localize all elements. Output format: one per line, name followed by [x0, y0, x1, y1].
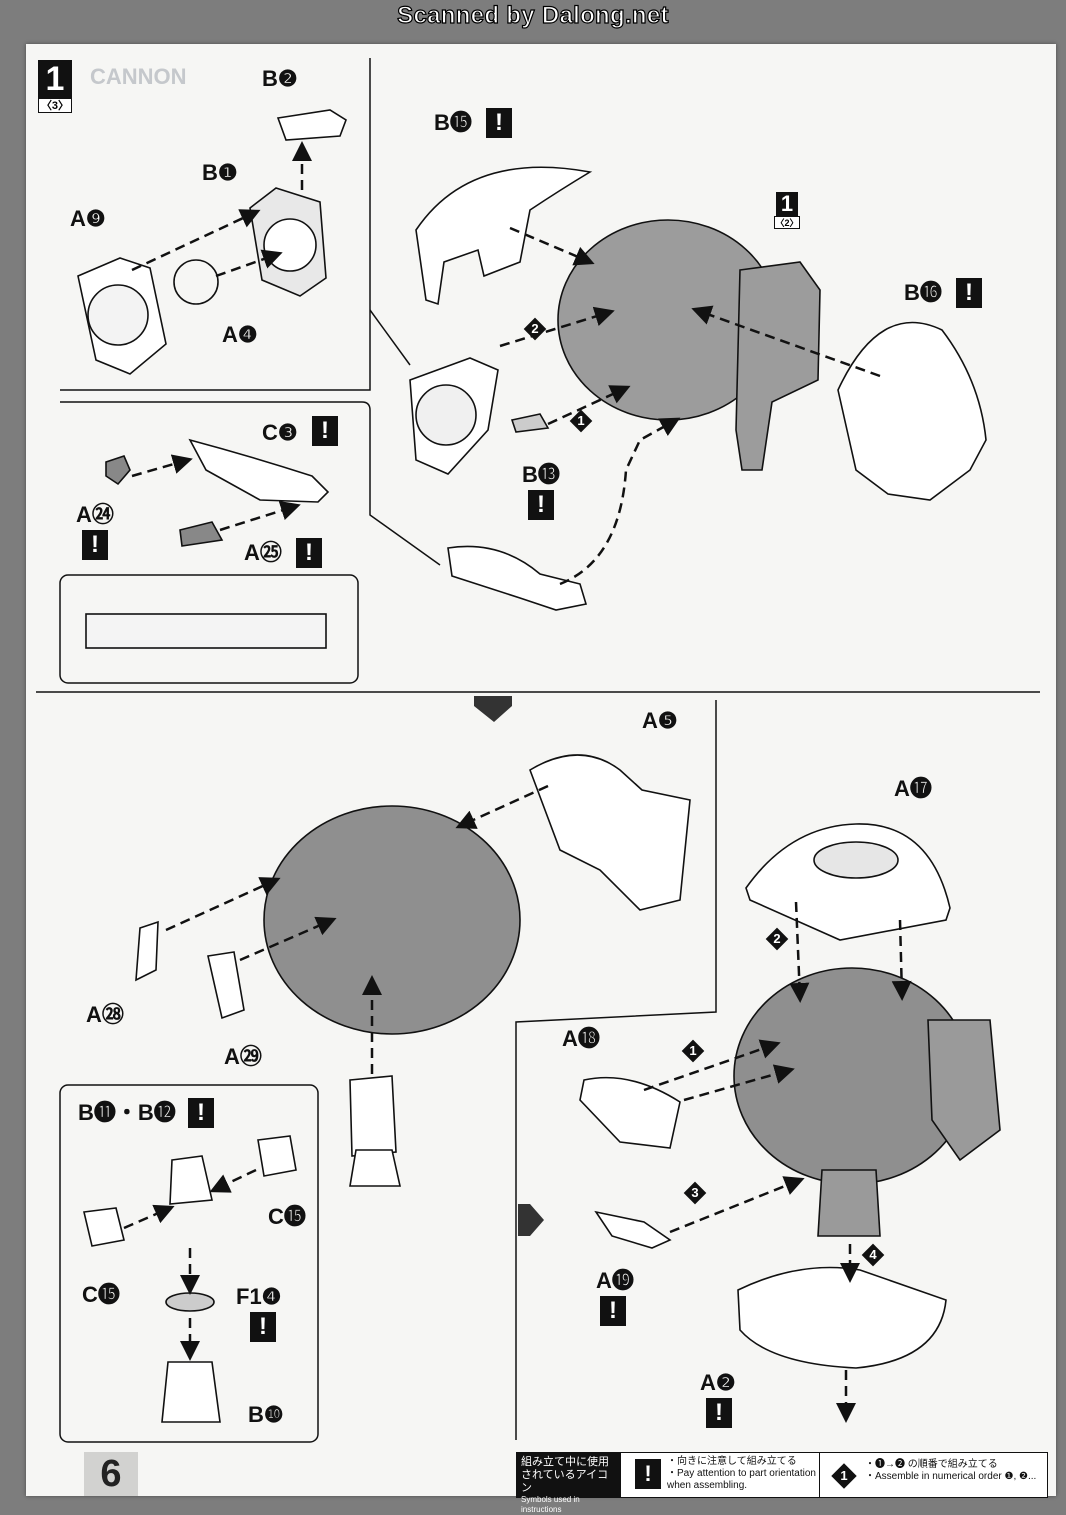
- label-a28: A㉘: [86, 1002, 124, 1027]
- order-marker-4: 4: [861, 1243, 885, 1267]
- label-a4: A❹: [222, 322, 258, 347]
- order-marker-3: 3: [683, 1181, 707, 1205]
- label-b1: B❶: [202, 160, 238, 185]
- label-f14: F1❹: [236, 1284, 282, 1309]
- order-marker-1: 1: [569, 409, 593, 433]
- legend-warning-text: ・向きに注意して組み立てる ・Pay attention to part ori…: [667, 1456, 816, 1491]
- page-number: 6: [84, 1452, 138, 1496]
- warning-icon: !: [600, 1296, 626, 1326]
- warning-icon: !: [956, 278, 982, 308]
- sphere-upper: [409, 166, 987, 611]
- ref-step-number: 1: [776, 192, 798, 216]
- symbol-legend: 組み立て中に使用 されているアイコン Symbols used in instr…: [516, 1452, 1048, 1514]
- watermark-text: Scanned by Dalong.net: [397, 1, 670, 29]
- legend-order-text: ・❶→❷ の順番で組み立てる ・Assemble in numerical or…: [865, 1459, 1037, 1482]
- label-a9: A❾: [70, 206, 106, 231]
- flow-arrow-right-icon: [518, 1204, 544, 1236]
- label-a19: A⓳: [596, 1268, 634, 1293]
- warning-icon: !: [528, 490, 554, 520]
- label-b16: B⓰: [904, 280, 942, 305]
- order-marker-2: 2: [765, 927, 789, 951]
- label-a2: A❷: [700, 1370, 736, 1395]
- label-c15-right: C⓯: [268, 1204, 306, 1229]
- order-marker-2: 2: [523, 317, 547, 341]
- flow-arrow-down-icon: [474, 696, 512, 722]
- warning-icon: !: [250, 1312, 276, 1342]
- warning-icon: !: [706, 1398, 732, 1428]
- order-icon: 1: [831, 1463, 857, 1489]
- label-a24: A㉔: [76, 502, 114, 527]
- sub-assembly-cannon-port: [77, 109, 347, 375]
- sub-step-divider: [515, 700, 717, 1440]
- detail-inset-frame: [59, 574, 359, 684]
- step-sub: 〈3〉: [38, 98, 72, 113]
- label-b2: B❷: [262, 66, 298, 91]
- warning-icon: !: [635, 1459, 661, 1489]
- sub-panel-2-frame: [60, 401, 441, 566]
- warning-icon: !: [188, 1098, 214, 1128]
- label-a5: A❺: [642, 708, 678, 733]
- label-a29: A㉙: [224, 1044, 262, 1069]
- support-parts: [85, 438, 330, 649]
- warning-icon: !: [82, 530, 108, 560]
- legend-heading: 組み立て中に使用 されているアイコン Symbols used in instr…: [517, 1453, 621, 1514]
- label-a17: A⓱: [894, 776, 932, 801]
- faint-title: CANNON: [90, 64, 187, 89]
- nozzle-parts: [83, 1135, 297, 1423]
- step-number: 1: [38, 60, 72, 98]
- nozzle-inset-frame: [59, 1084, 319, 1443]
- label-b11-b12: B⓫・B⓬: [78, 1100, 176, 1125]
- label-a18: A⓲: [562, 1026, 600, 1051]
- label-c15-left: C⓯: [82, 1282, 120, 1307]
- label-c3: C❸: [262, 420, 298, 445]
- label-b10: B❿: [248, 1402, 284, 1427]
- label-a25: A㉕: [244, 540, 282, 565]
- warning-icon: !: [312, 416, 338, 446]
- ref-step-sub: 〈2〉: [774, 216, 800, 229]
- order-marker-1: 1: [681, 1039, 705, 1063]
- sphere-lower-left: [135, 754, 691, 1187]
- sub-panel-1-frame: [60, 58, 371, 391]
- warning-icon: !: [296, 538, 322, 568]
- label-b15: B⓯: [434, 110, 472, 135]
- label-b13: B⓭: [522, 462, 560, 487]
- warning-icon: !: [486, 108, 512, 138]
